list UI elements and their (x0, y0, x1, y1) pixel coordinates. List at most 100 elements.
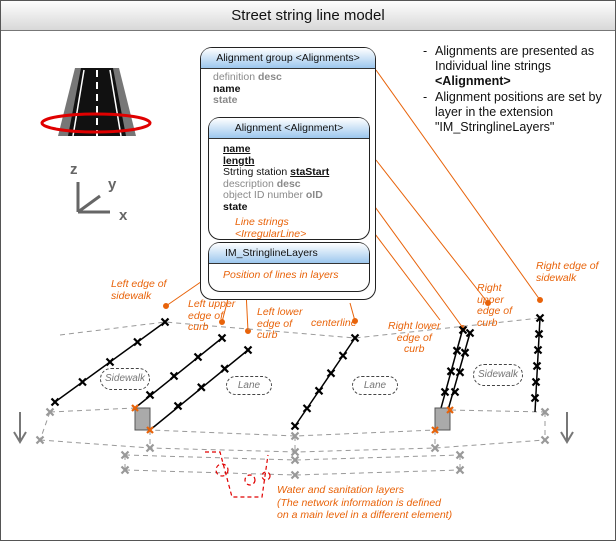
definition-value: desc (257, 71, 282, 83)
lane-left-pill: Lane (226, 376, 272, 395)
x-marker (290, 470, 300, 480)
x-marker (314, 386, 324, 396)
group-name-attr: name (213, 82, 241, 95)
alignment-length-attr: length (223, 154, 255, 167)
description-value: desc (276, 177, 301, 190)
alignment-group-header: Alignment group <Alignments> (201, 48, 375, 69)
side-arrows (13, 412, 574, 444)
x-marker (465, 328, 475, 338)
x-marker (131, 404, 139, 412)
x-marker (120, 450, 130, 460)
alignment-package: Alignment <Alignment> name length Strtin… (208, 117, 370, 240)
x-marker (350, 333, 360, 343)
y-axis-label: y (108, 176, 117, 193)
stringline-layers-package: IM_StringlineLayers Position of lines in… (208, 242, 370, 292)
alignment-name-attr: name (223, 143, 251, 155)
x-marker (455, 465, 465, 475)
x-marker (169, 371, 179, 381)
x-marker (145, 443, 155, 453)
description-label: description (223, 177, 274, 190)
centerline-label: centerline (311, 317, 357, 329)
x-marker (458, 325, 468, 335)
x-marker (217, 333, 227, 343)
line-strings-text: Line strings <IrregularLine> (235, 215, 307, 240)
object-id-label: object ID number (223, 189, 303, 202)
x-marker (78, 377, 87, 387)
road-icon (40, 68, 152, 137)
sidewalk-right-pill: Sidewalk (473, 364, 523, 386)
object-id-value: oID (305, 189, 323, 202)
x-marker (45, 407, 55, 417)
x-marker (193, 352, 203, 362)
x-marker (532, 361, 542, 371)
x-marker (35, 435, 45, 445)
x-marker (105, 357, 115, 367)
notes-list: Alignments are presented as Individual l… (423, 44, 616, 135)
sidewalk-left-pill: Sidewalk (100, 368, 150, 390)
x-marker (460, 348, 470, 357)
x-marker (540, 407, 550, 417)
x-marker (120, 465, 130, 475)
x-marker (431, 426, 439, 434)
station-label: Strting station (223, 166, 288, 179)
x-marker (338, 351, 348, 360)
water-sanitation-note: Water and sanitation layers(The network … (277, 484, 453, 521)
x-marker (440, 387, 450, 397)
x-marker (290, 421, 300, 431)
x-marker (430, 443, 440, 453)
x-marker (50, 397, 60, 407)
note-2: Alignment positions are set by layer in … (423, 90, 616, 136)
z-axis-label: z (70, 161, 78, 178)
x-marker (290, 447, 300, 457)
note-1: Alignments are presented as Individual l… (423, 44, 616, 90)
diagram-title: Street string line model (1, 1, 615, 31)
left-curb-block (134, 407, 151, 431)
x-marker (452, 346, 462, 355)
x-marker (146, 426, 154, 434)
right-curb-block (434, 407, 451, 431)
x-marker (446, 406, 454, 414)
x-marker (243, 345, 253, 355)
x-axis-label: x (119, 207, 128, 224)
x-marker (534, 329, 544, 339)
x-marker (173, 401, 183, 411)
x-marker (450, 387, 460, 397)
x-marker (290, 431, 300, 441)
x-marker (455, 368, 465, 377)
x-marker (133, 337, 142, 347)
x-marker (455, 450, 465, 460)
x-marker (326, 368, 336, 378)
road-highlight-ellipse (40, 112, 152, 134)
group-state-attr: state (213, 94, 238, 107)
layers-position-text: Position of lines in layers (223, 269, 339, 281)
lane-right-pill: Lane (352, 376, 398, 395)
x-marker (540, 435, 550, 445)
alignment-header: Alignment <Alignment> (209, 118, 369, 139)
x-marker (160, 317, 170, 327)
x-marker (197, 383, 206, 392)
station-value: staStart (290, 166, 330, 179)
cross-section-lines (39, 317, 546, 476)
x-marker (302, 404, 312, 413)
x-marker (533, 345, 543, 355)
point-markers (35, 313, 550, 480)
x-marker (530, 393, 540, 403)
x-marker (531, 377, 541, 387)
x-marker (535, 313, 545, 323)
water-sanitation-layers (205, 451, 271, 498)
x-marker (220, 364, 229, 373)
stringline-layers-header: IM_StringlineLayers (209, 243, 369, 264)
x-marker (145, 390, 155, 400)
x-marker (446, 367, 456, 376)
alignment-state-attr: state (223, 200, 248, 213)
definition-label: definition (213, 71, 256, 83)
axis-icon (76, 182, 110, 214)
x-marker (290, 455, 300, 465)
